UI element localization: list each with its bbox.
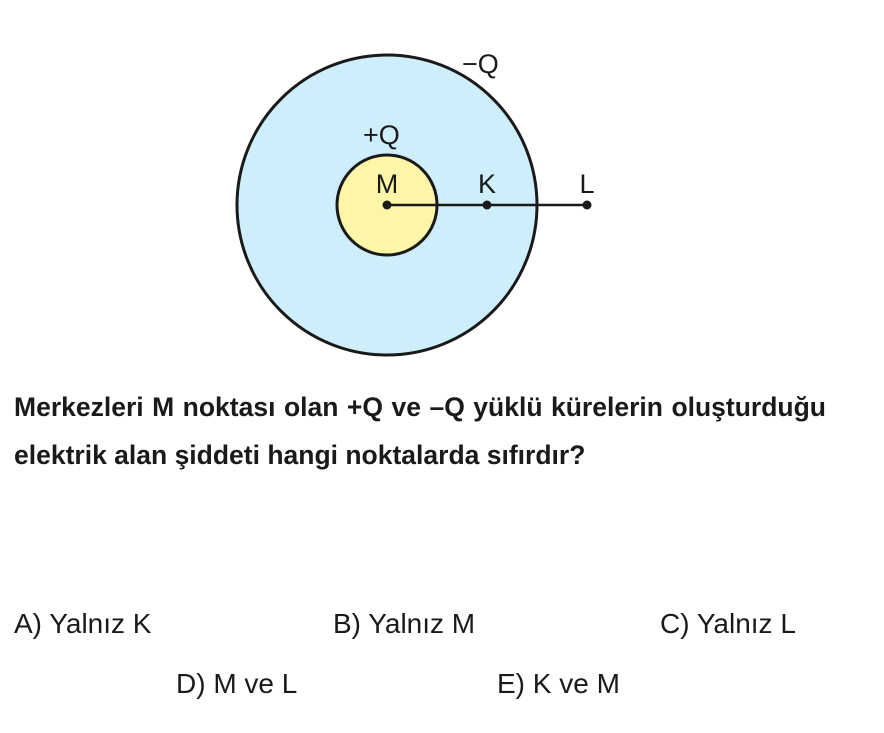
inner-charge-label: +Q [363, 120, 400, 150]
option-a[interactable]: A) Yalnız K [14, 608, 152, 639]
point-k-dot [482, 200, 492, 210]
point-k-label: K [478, 169, 496, 199]
option-b[interactable]: B) Yalnız M [333, 608, 476, 639]
outer-charge-label: −Q [462, 49, 499, 79]
point-l-dot [582, 200, 592, 210]
charged-spheres-diagram: −Q +Q M K L [235, 49, 595, 357]
option-d[interactable]: D) M ve L [176, 668, 298, 699]
point-l-label: L [579, 169, 594, 199]
point-m-dot [382, 200, 392, 210]
option-e[interactable]: E) K ve M [497, 668, 620, 699]
question-text: Merkezleri M noktası olan +Q ve –Q yüklü… [14, 392, 826, 470]
point-m-label: M [376, 169, 399, 199]
option-c[interactable]: C) Yalnız L [660, 608, 796, 639]
